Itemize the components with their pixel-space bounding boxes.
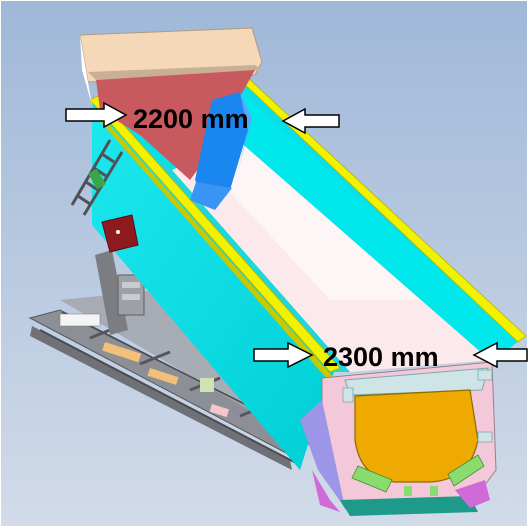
discharge-end xyxy=(300,361,497,516)
top-width-label: 2200 mm xyxy=(133,104,249,134)
arrow-right-icon xyxy=(253,341,314,369)
arrow-right-icon xyxy=(65,101,128,129)
ladder xyxy=(70,139,124,216)
drive-box xyxy=(101,214,139,253)
trough-edges xyxy=(89,75,527,380)
arrow-left-icon xyxy=(472,341,528,369)
bottom-width-label: 2300 mm xyxy=(323,342,439,372)
top-width-annotation: 2200 mm xyxy=(65,101,340,135)
support-post xyxy=(95,250,145,335)
hopper xyxy=(79,27,263,210)
bottom-width-annotation: 2300 mm xyxy=(253,341,528,372)
arrow-left-icon xyxy=(281,107,340,135)
